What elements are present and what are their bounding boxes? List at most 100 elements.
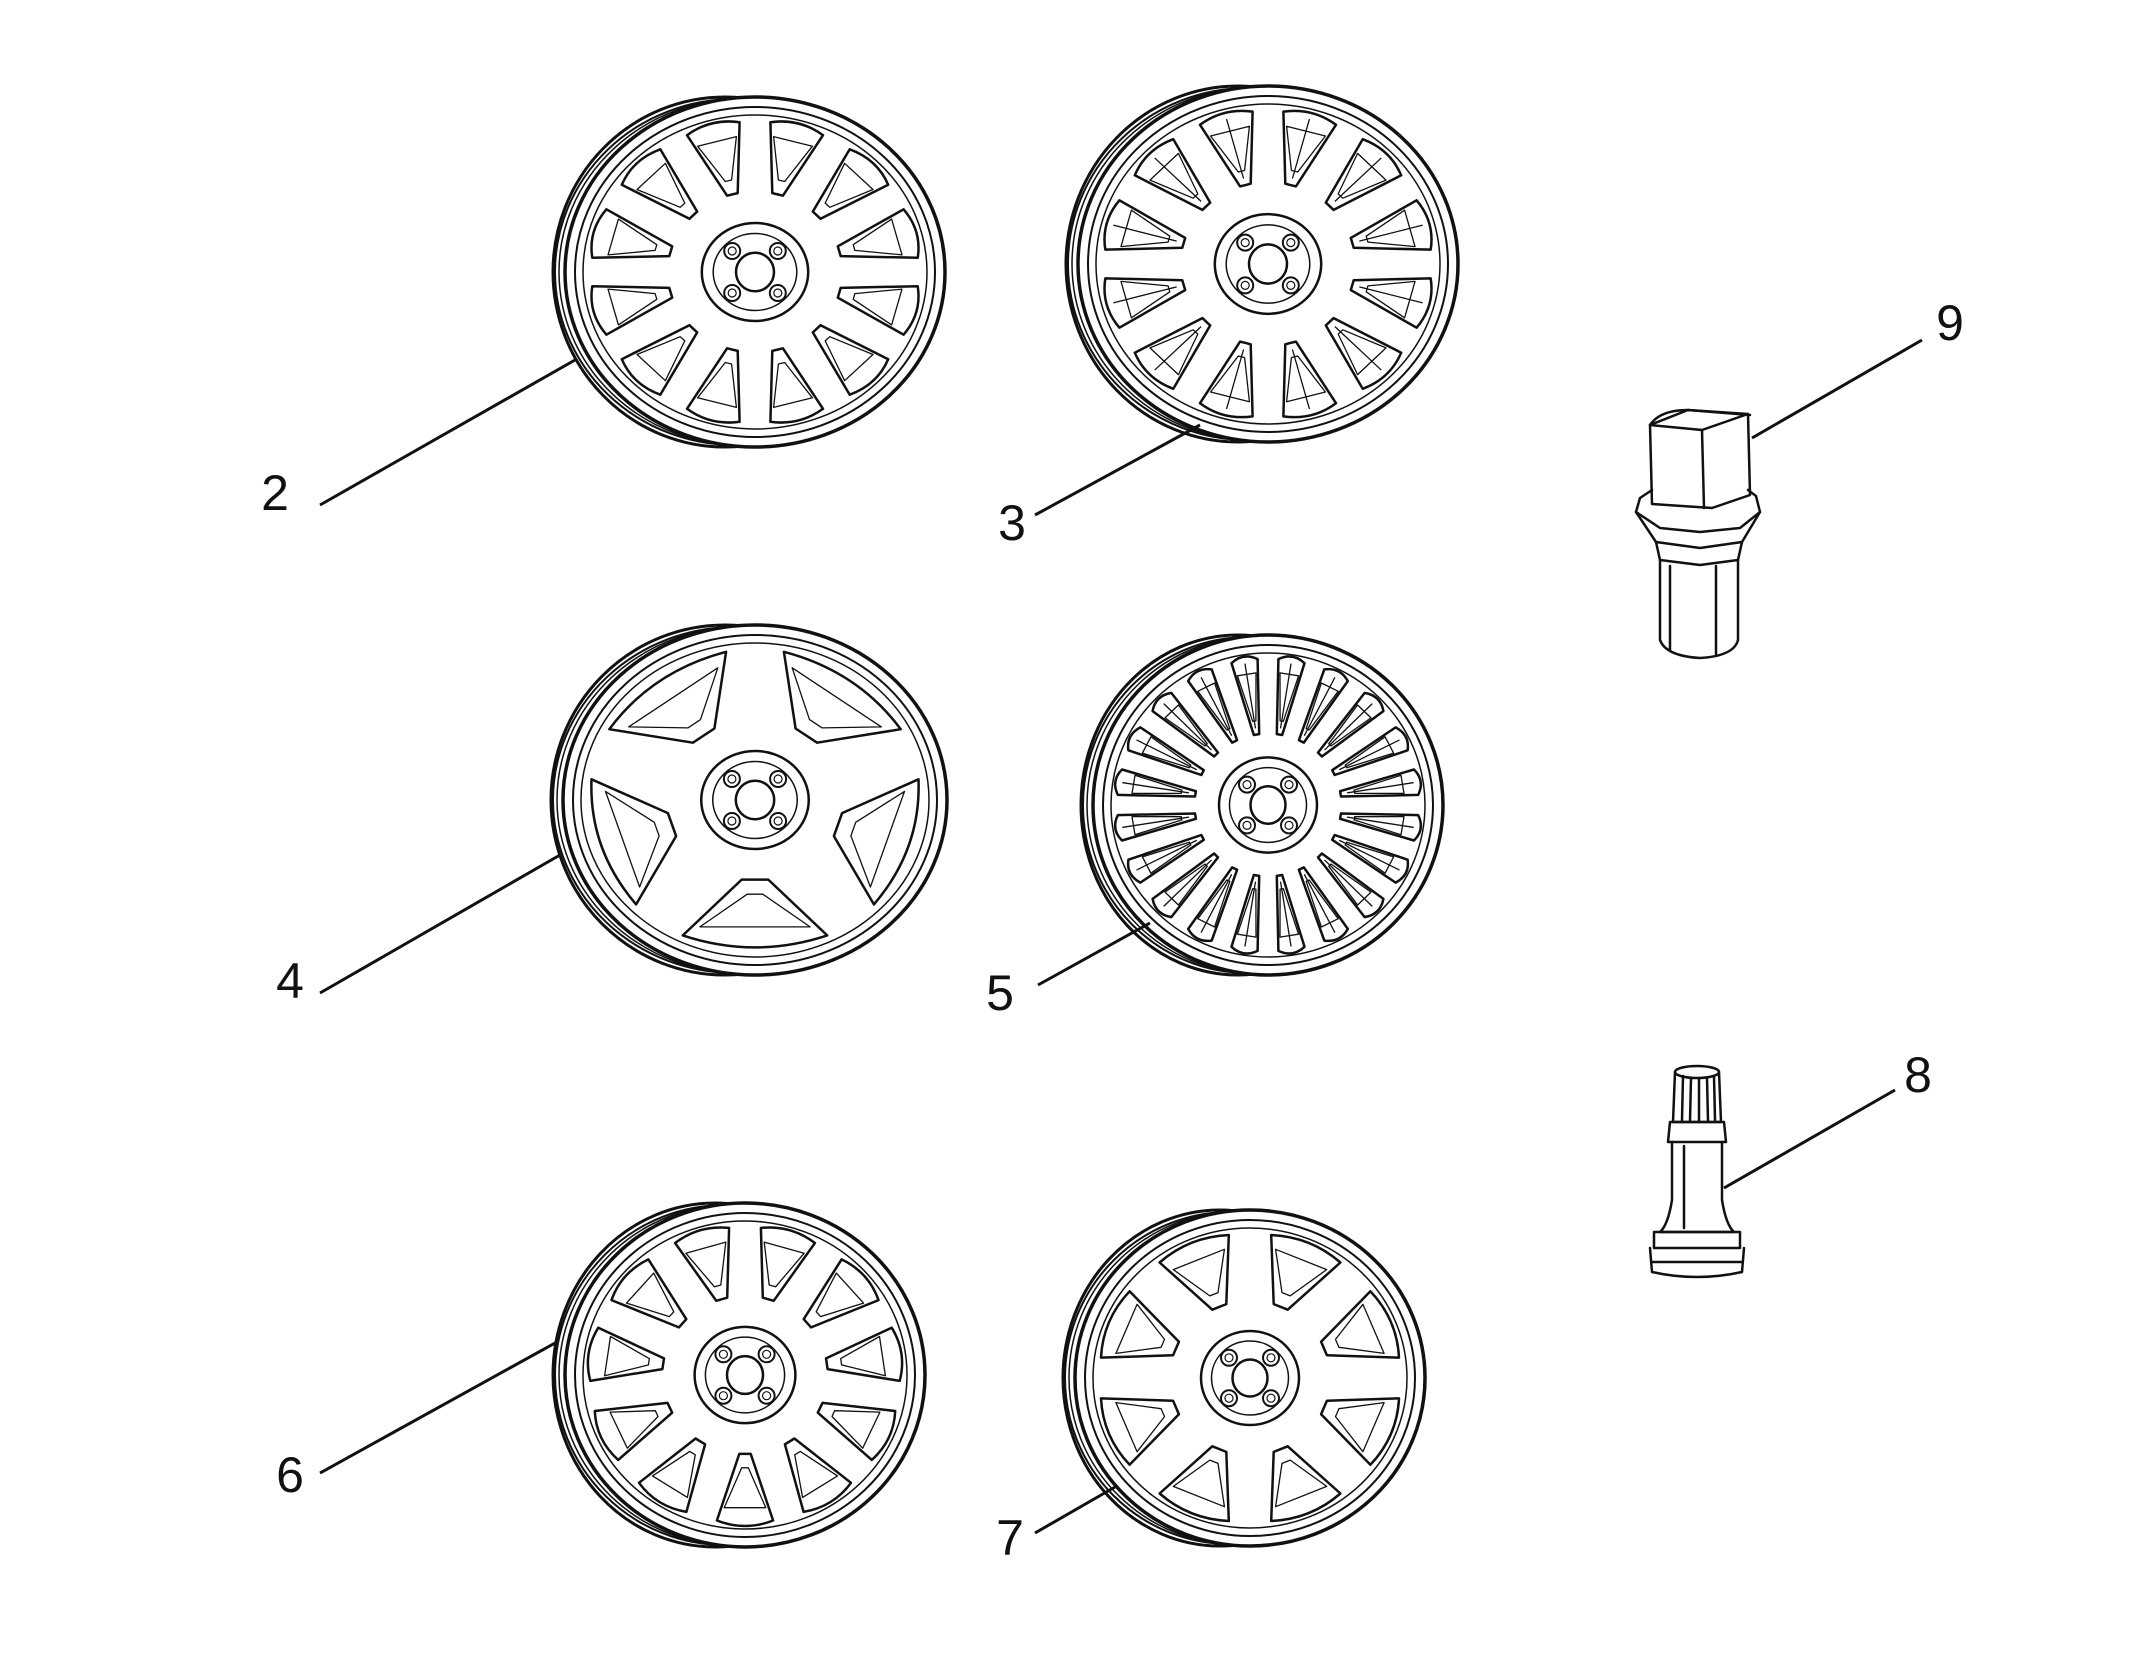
spoke-window-depth	[1337, 329, 1387, 376]
wheel-12-spoke-icon	[551, 95, 947, 449]
spoke-window	[620, 148, 699, 221]
bolt-part-9[interactable]: 9	[1634, 295, 1964, 660]
spoke-window-depth	[1172, 1248, 1226, 1297]
spoke-window	[1230, 655, 1261, 737]
spoke-window-depth	[1120, 209, 1171, 248]
spoke-window	[1198, 109, 1254, 188]
spoke-window-depth	[840, 1335, 887, 1377]
center-bore	[734, 779, 776, 821]
spoke-window-depth	[1285, 125, 1327, 173]
spoke-window-depth	[723, 1467, 767, 1509]
rim-inner	[582, 114, 928, 430]
wheel-part-3[interactable]: 3	[998, 84, 1460, 551]
spoke-window-depth	[625, 1272, 675, 1318]
spoke-window-depth	[1274, 1459, 1328, 1508]
spoke-window	[769, 120, 825, 197]
wheel-part-5[interactable]: 5	[986, 633, 1445, 1021]
hub	[1213, 212, 1323, 316]
leader-line-6	[319, 1341, 556, 1475]
spoke-window	[824, 1326, 904, 1383]
spoke-window	[1282, 109, 1338, 188]
wheel-multi-spoke-icon	[1079, 633, 1445, 977]
lug-hole-inner	[1284, 779, 1294, 790]
wheel-5-double-spoke-icon	[549, 623, 949, 977]
lug-hole	[1220, 1389, 1238, 1408]
center-bore	[734, 251, 776, 293]
spoke-window	[593, 1401, 674, 1462]
wheel-bolt-icon	[1634, 408, 1762, 660]
lug-hole-inner	[1224, 1353, 1234, 1363]
spoke-window	[1324, 137, 1403, 212]
lug-hole-inner	[1242, 779, 1252, 790]
wheel-petal-icon	[1064, 84, 1460, 444]
spoke-window-depth	[852, 288, 903, 326]
wheel-part-6[interactable]: 6	[276, 1201, 927, 1549]
spoke-window	[685, 120, 741, 197]
window-split	[1339, 839, 1400, 871]
spoke-window	[1158, 1445, 1231, 1523]
spoke-window	[1126, 726, 1206, 777]
window-split	[1200, 874, 1233, 933]
spoke-window	[1349, 199, 1433, 251]
window-split	[1303, 677, 1336, 736]
lug-hole	[714, 1386, 733, 1405]
lug-hole-inner	[718, 1349, 729, 1359]
spoke-window	[836, 284, 920, 336]
wheel-11-spoke-icon	[551, 1201, 927, 1549]
spoke-window	[1151, 691, 1220, 758]
lug-hole	[1238, 816, 1256, 835]
spoke-window	[1324, 316, 1403, 391]
spoke-window	[1338, 768, 1423, 798]
spoke-window	[1186, 866, 1239, 943]
spoke-window-depth	[824, 162, 874, 208]
part-number-7: 7	[996, 1510, 1024, 1566]
valve-part-8[interactable]: 8	[1648, 1047, 1932, 1279]
leader-line-3	[1034, 423, 1201, 517]
part-number-3: 3	[998, 495, 1026, 551]
spoke-window	[637, 1437, 707, 1514]
wheel-part-4[interactable]: 4	[276, 623, 949, 1009]
window-split	[1136, 739, 1197, 771]
spoke-window-depth	[696, 361, 738, 409]
lug-hole-inner	[727, 774, 737, 784]
hub	[699, 749, 811, 851]
spoke-window-depth	[1365, 280, 1416, 319]
spoke-window-depth	[1209, 355, 1251, 403]
window-split	[1122, 816, 1190, 828]
window-split	[1291, 349, 1310, 410]
lug-hole	[1262, 1348, 1280, 1367]
leader-line-4	[319, 853, 561, 995]
lug-hole	[769, 812, 788, 830]
spoke-window-depth	[636, 162, 686, 208]
lug-hole-inner	[1286, 280, 1296, 290]
rim-lip	[574, 1212, 916, 1538]
spoke-window-depth	[1172, 1459, 1226, 1508]
lug-hole	[723, 284, 742, 302]
spoke-window-depth	[627, 667, 719, 729]
spoke-window	[1275, 655, 1306, 737]
wheel-part-2[interactable]: 2	[261, 95, 947, 521]
window-split	[1334, 326, 1382, 371]
spoke-window-depth	[699, 893, 811, 928]
spoke-window	[783, 1437, 853, 1514]
rim-inner	[1110, 652, 1426, 958]
spoke-window	[1297, 667, 1350, 744]
spoke-window	[1198, 340, 1254, 419]
lug-hole-inner	[773, 288, 783, 298]
spoke-window-depth	[772, 361, 814, 409]
spoke-window	[1282, 340, 1338, 419]
lug-hole	[1281, 276, 1300, 295]
spoke-window-depth	[794, 1450, 839, 1499]
spoke-window	[836, 208, 920, 260]
window-split	[1346, 782, 1414, 794]
window-split	[1163, 703, 1212, 751]
spoke-window-depth	[609, 1410, 659, 1449]
spoke-window-depth	[850, 790, 906, 888]
spoke-window-depth	[604, 790, 660, 888]
window-split	[1163, 859, 1212, 907]
center-bore	[1249, 785, 1287, 825]
wheel-part-7[interactable]: 7	[996, 1208, 1427, 1566]
spoke-window	[1316, 691, 1385, 758]
lug-hole-inner	[1284, 820, 1294, 831]
